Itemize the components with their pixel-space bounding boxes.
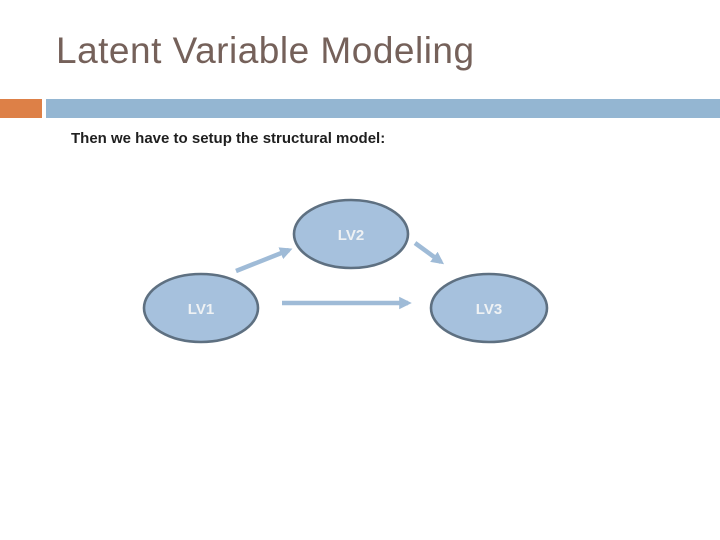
node-lv2: LV2 (292, 198, 410, 270)
node-lv1: LV1 (142, 272, 260, 344)
accent-bar-orange (0, 99, 42, 118)
accent-bar-blue (46, 99, 720, 118)
node-lv3-ellipse (429, 272, 549, 344)
arrow-lv1-to-lv2 (235, 247, 293, 274)
node-lv1-label: LV1 (188, 301, 214, 318)
node-lv3-label: LV3 (476, 301, 502, 318)
slide-title: Latent Variable Modeling (56, 30, 475, 71)
body-text: Then we have to setup the structural mod… (71, 130, 386, 147)
node-lv3: LV3 (429, 272, 549, 344)
node-lv2-ellipse (292, 198, 410, 270)
arrow-lv2-to-lv3 (413, 241, 445, 265)
node-lv1-ellipse (142, 272, 260, 344)
node-lv2-label: LV2 (338, 227, 364, 244)
